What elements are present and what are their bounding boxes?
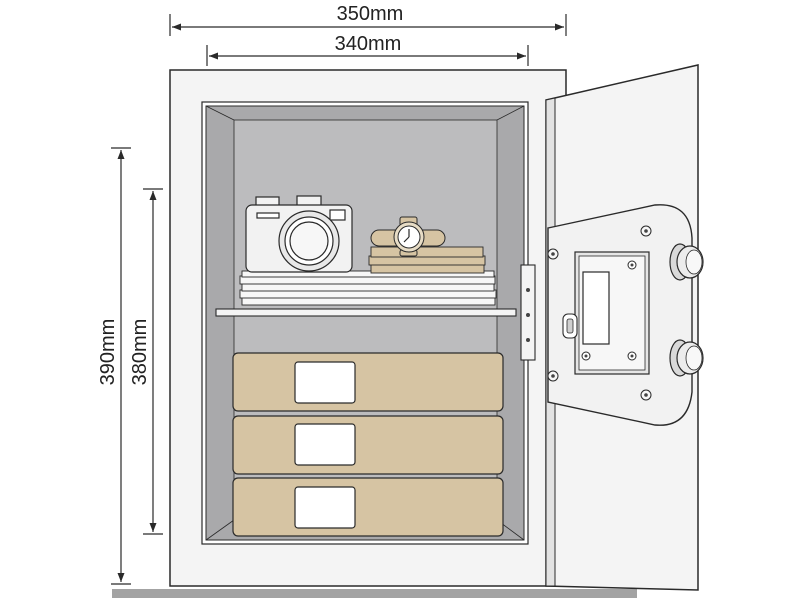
floor-line: [112, 589, 637, 598]
drawer-bottom-handle: [294, 486, 356, 529]
outer-width-label: 350mm: [337, 3, 404, 25]
drawer-top: [232, 352, 504, 412]
drawers: [232, 352, 504, 537]
door-hinge: [520, 264, 536, 361]
inner-height-label: 380mm: [129, 319, 151, 386]
inner-width-label: 340mm: [335, 33, 402, 55]
camera-icon: [245, 195, 353, 273]
shelf: [215, 308, 517, 317]
drawer-top-handle: [294, 361, 356, 404]
keypad-icon: [574, 251, 650, 375]
drawer-bottom: [232, 477, 504, 537]
outer-height-label: 390mm: [97, 319, 119, 386]
drawer-middle-handle: [294, 423, 356, 466]
keyhole-icon: [562, 313, 578, 339]
dimension-lines: [111, 14, 567, 585]
handle-knob-bottom: [669, 339, 704, 377]
document-stack: [239, 270, 497, 306]
safe-door: [545, 64, 704, 591]
jewelry-box: [368, 246, 486, 274]
handle-knob-top: [669, 243, 704, 281]
wristwatch-icon: [370, 216, 446, 257]
drawer-middle: [232, 415, 504, 475]
dimension-arrowheads: [117, 23, 564, 582]
